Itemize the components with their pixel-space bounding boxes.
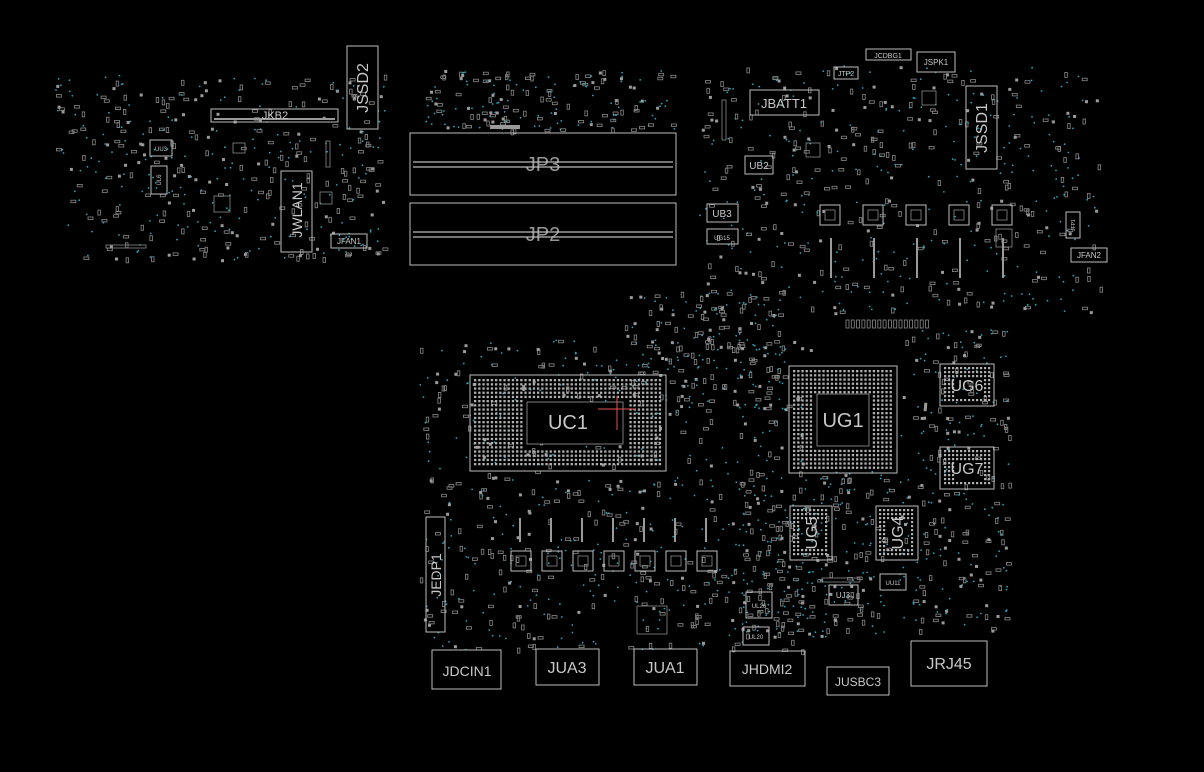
jua3-connector[interactable] [535, 648, 600, 686]
jp3-slot[interactable] [409, 132, 677, 196]
right-top-cluster: JBATT1 JCDBG1 JTP2 JSPK1 JSSD1 JFAN2 JFP… [706, 48, 1108, 263]
uu3-label: UU3 [155, 147, 168, 153]
ug5-label: UG5 [804, 516, 821, 549]
jp2-slot[interactable] [409, 202, 677, 266]
jbatt1-label: JBATT1 [761, 96, 807, 111]
jrj45-connector[interactable] [910, 640, 988, 687]
jssd2-connector[interactable] [346, 45, 379, 130]
jtp2-label: JTP2 [838, 71, 854, 78]
ug7-ball-grid [944, 450, 991, 485]
jkb2-connector[interactable] [210, 108, 339, 123]
jp2-label: JP2 [526, 224, 560, 246]
ul26-chip[interactable] [745, 591, 773, 619]
jfan1-connector[interactable] [330, 233, 368, 249]
jfan2-label: JFAN2 [1077, 251, 1102, 260]
jua3-label: JUA3 [547, 660, 586, 677]
ug5-vram[interactable] [789, 505, 833, 561]
uc1-ball-grid [474, 379, 662, 466]
ug5-ball-grid [793, 509, 828, 556]
jfan1-label: JFAN1 [337, 237, 362, 246]
jssd2-label: JSSD2 [355, 63, 372, 113]
ub2-chip[interactable] [744, 155, 774, 175]
jcdbg1-label: JCDBG1 [874, 53, 902, 60]
component-scatter [55, 65, 1103, 656]
ug4-ball-grid [879, 509, 914, 556]
ug6-vram[interactable] [939, 363, 995, 407]
jssd1-connector[interactable] [965, 85, 998, 170]
jua1-label: JUA1 [645, 660, 684, 677]
uc1-cpu[interactable] [469, 374, 667, 472]
jbatt1-connector[interactable] [749, 89, 820, 116]
jfan2-connector[interactable] [1070, 247, 1108, 263]
jspk1-label: JSPK1 [924, 58, 949, 67]
jfp1-label: JFP1 [1071, 219, 1077, 231]
gpu-area: UG1 UG6 UG7 UG5 UG4 [788, 363, 995, 561]
uj3-label: UJ3 [836, 591, 851, 600]
ug6-ball-grid [944, 367, 991, 402]
vrm-components [510, 204, 1013, 572]
ul6-chip[interactable] [150, 165, 168, 195]
ul20-label: UL20 [749, 635, 764, 641]
jwlan1-label: JWLAN1 [289, 182, 305, 237]
uj3-chip[interactable] [828, 584, 859, 606]
jedp1-label: JEDP1 [428, 553, 444, 597]
jedp1-connector[interactable] [425, 516, 446, 633]
uu11-chip[interactable] [879, 573, 907, 591]
ug4-label: UG4 [890, 516, 907, 549]
ug4-vram[interactable] [875, 505, 919, 561]
uu3-chip[interactable] [149, 139, 173, 157]
ug6-label: UG6 [951, 378, 984, 395]
ug7-label: UG7 [951, 461, 984, 478]
bottom-connectors: JEDP1 JDCIN1 JUA3 JUA1 JHDMI2 JUSBC3 JRJ… [425, 516, 988, 696]
jhdmi2-label: JHDMI2 [742, 661, 793, 677]
jhdmi2-connector[interactable] [729, 650, 806, 687]
jusbc3-connector[interactable] [826, 666, 890, 696]
jcdbg1-connector[interactable] [865, 48, 912, 61]
uu11-label: UU11 [886, 581, 902, 587]
jua1-connector[interactable] [633, 648, 698, 686]
ul20-chip[interactable] [742, 626, 770, 646]
jdcin1-connector[interactable] [431, 649, 502, 690]
jfp1-connector[interactable] [1065, 211, 1081, 239]
ug15-label: UG15 [714, 236, 730, 242]
jtp2-connector[interactable] [833, 66, 859, 80]
jssd1-label: JSSD1 [974, 103, 991, 153]
ub2-label: UB2 [749, 161, 769, 172]
processor-area: UC1 [469, 374, 667, 472]
memory-slots: JP3 JP2 [409, 125, 677, 266]
jdcin1-label: JDCIN1 [442, 663, 491, 679]
ug1-gpu[interactable] [788, 365, 898, 474]
jkb2-label: JKB2 [262, 110, 288, 122]
jspk1-connector[interactable] [916, 51, 956, 73]
jp3-label: JP3 [526, 154, 560, 176]
left-cluster: JKB2 JSSD2 JWLAN1 JFAN1 UU3 UL6 [105, 45, 379, 253]
ul26-label: UL26 [752, 604, 767, 610]
jusbc3-label: JUSBC3 [835, 675, 881, 689]
ug1-label: UG1 [822, 410, 863, 432]
uc1-label: UC1 [548, 412, 588, 434]
ub3-chip[interactable] [706, 203, 739, 223]
jwlan1-connector[interactable] [280, 170, 313, 253]
jrj45-label: JRJ45 [926, 656, 971, 673]
jkb2-pins [214, 118, 335, 120]
ug7-vram[interactable] [939, 446, 995, 490]
ug15-chip[interactable] [706, 228, 739, 245]
ul6-label: UL6 [157, 174, 163, 186]
ub3-label: UB3 [712, 209, 732, 220]
ug1-ball-grid [793, 370, 892, 469]
